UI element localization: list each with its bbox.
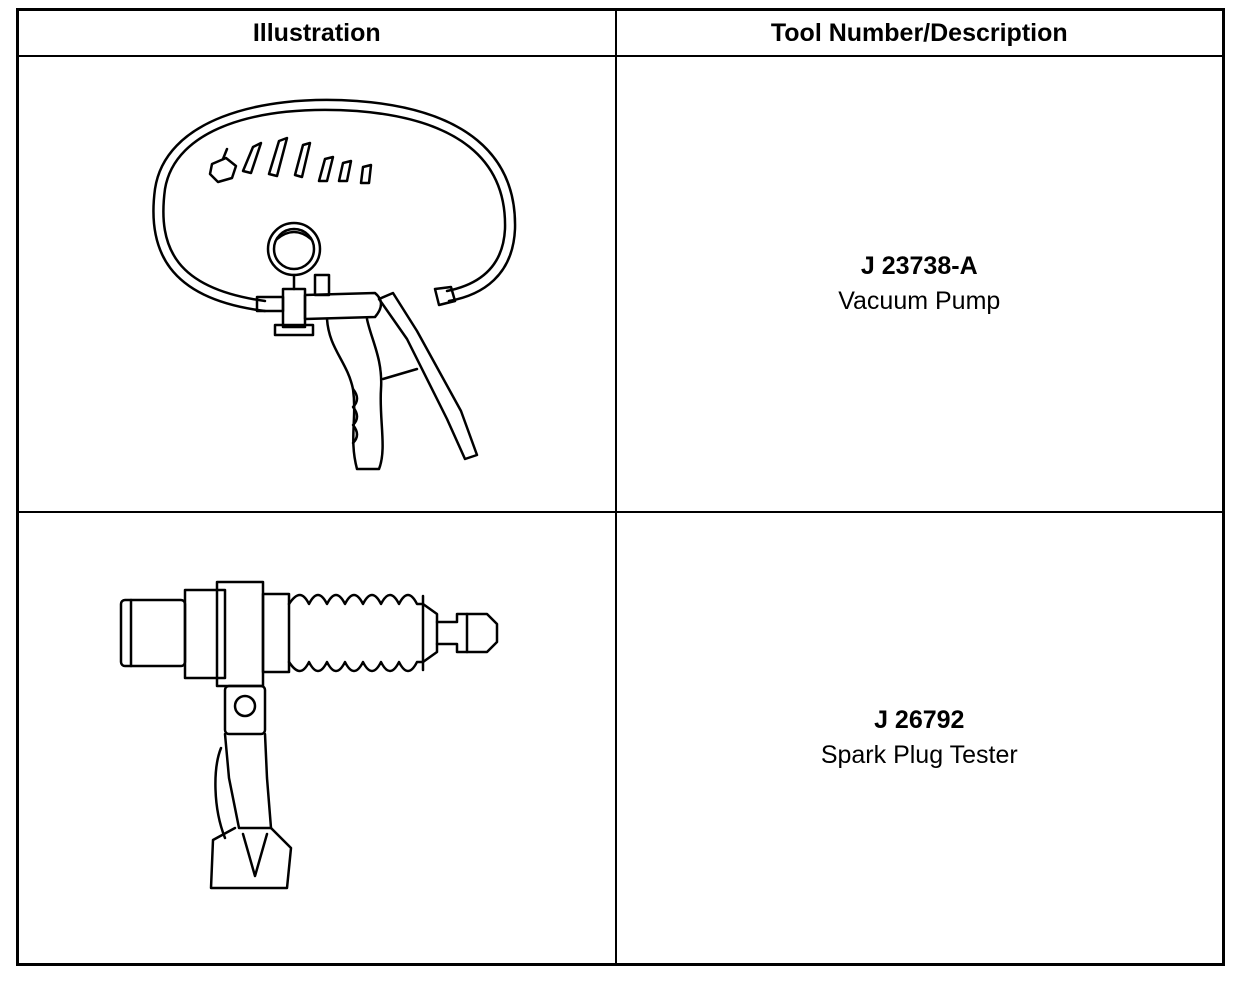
illustration-cell: [16, 511, 617, 966]
tool-description-cell: J 26792 Spark Plug Tester: [614, 511, 1225, 966]
tool-description: Spark Plug Tester: [820, 741, 1018, 770]
header-row: Illustration Tool Number/Description: [16, 8, 1225, 57]
header-tool-number-description: Tool Number/Description: [614, 8, 1225, 57]
tool-description-cell: J 23738-A Vacuum Pump: [614, 54, 1225, 514]
tool-number: J 26792: [874, 706, 965, 735]
table-row: J 23738-A Vacuum Pump: [16, 54, 1225, 514]
tool-description: Vacuum Pump: [838, 287, 1001, 316]
illustration-cell: [16, 54, 617, 514]
vacuum-pump-illustration: [151, 98, 517, 471]
table-row: J 26792 Spark Plug Tester: [16, 511, 1225, 966]
spark-plug-tester-illustration: [119, 580, 498, 890]
special-tools-table: Illustration Tool Number/Description: [16, 8, 1225, 966]
tool-number: J 23738-A: [860, 252, 978, 281]
header-illustration: Illustration: [16, 8, 617, 57]
